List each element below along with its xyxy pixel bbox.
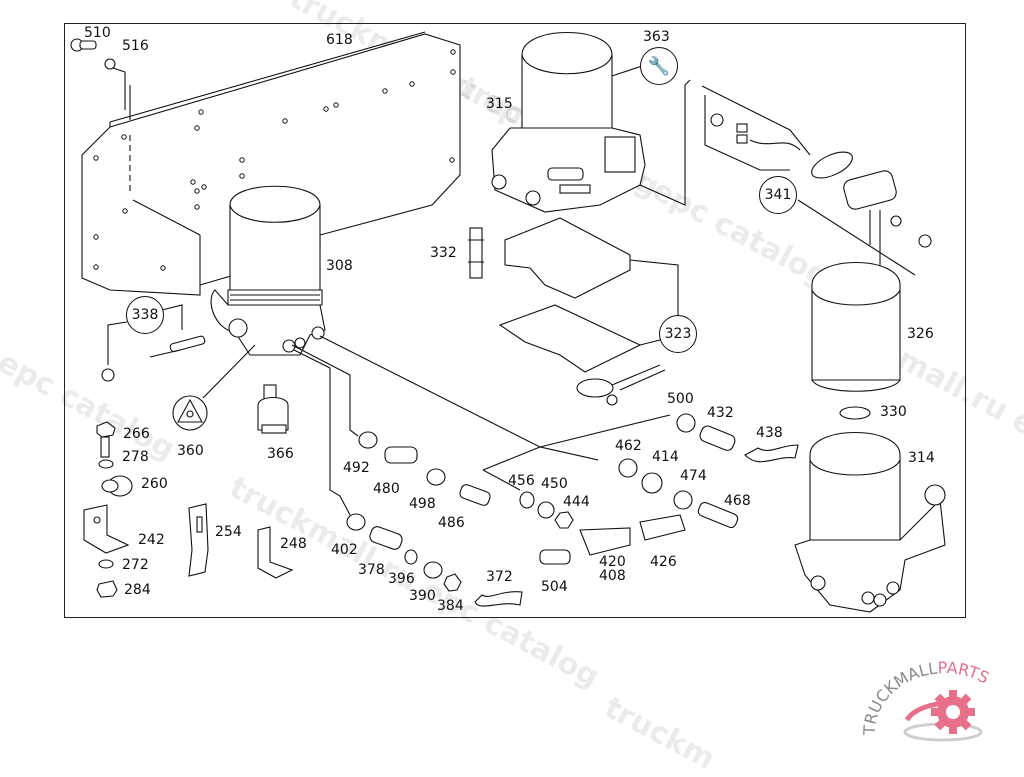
part-label[interactable]: 254 [215, 524, 242, 540]
part-label[interactable]: 618 [326, 32, 353, 48]
part-label[interactable]: 456 [508, 473, 535, 489]
part-label[interactable]: 326 [907, 326, 934, 342]
part-label[interactable]: 308 [326, 258, 353, 274]
part-label[interactable]: 414 [652, 449, 679, 465]
part-label[interactable]: 360 [177, 443, 204, 459]
callout-323[interactable]: 323 [659, 315, 697, 353]
part-label[interactable]: 242 [138, 532, 165, 548]
air-dryer-315 [491, 32, 691, 213]
part-label[interactable]: 438 [756, 425, 783, 441]
part-label[interactable]: 315 [486, 96, 513, 112]
seal-ring-330 [839, 406, 871, 420]
parts-drawing [70, 31, 946, 613]
part-label[interactable]: 492 [343, 460, 370, 476]
part-label[interactable]: 266 [123, 426, 150, 442]
callout-363-wrench-icon[interactable]: 🔧 [640, 47, 678, 85]
part-label[interactable]: 426 [650, 554, 677, 570]
part-label[interactable]: 284 [124, 582, 151, 598]
part-label[interactable]: 272 [122, 557, 149, 573]
electrical-kit-341 [701, 85, 932, 276]
part-label[interactable]: 462 [615, 438, 642, 454]
washer-278 [98, 459, 114, 469]
part-label[interactable]: 486 [438, 515, 465, 531]
washer-516 [104, 58, 126, 110]
pressure-switch-338 [101, 304, 206, 382]
nut-284 [96, 580, 118, 598]
air-dryer-314 [794, 432, 946, 613]
bolt-510 [70, 38, 97, 52]
bolt-266 [96, 421, 116, 458]
part-label[interactable]: 444 [563, 494, 590, 510]
truckmallparts-logo: TRUCKMALLPARTS [855, 650, 1024, 750]
part-label[interactable]: 384 [437, 598, 464, 614]
part-label[interactable]: 278 [122, 449, 149, 465]
part-label[interactable]: 378 [358, 562, 385, 578]
part-label[interactable]: 408 [599, 568, 626, 584]
cover-plate-360 [172, 344, 256, 431]
part-label[interactable]: 396 [388, 571, 415, 587]
bracket-242 [83, 504, 130, 554]
callout-338[interactable]: 338 [126, 296, 164, 334]
mounting-plate-618 [81, 31, 461, 296]
part-label[interactable]: 363 [643, 29, 670, 45]
diagram-frame [64, 23, 966, 618]
fittings-lower-row [346, 513, 686, 607]
clamp-260 [101, 475, 133, 497]
part-label[interactable]: 366 [267, 446, 294, 462]
bracket-248 [257, 526, 294, 579]
gear-logo-icon: TRUCKMALLPARTS [860, 658, 992, 742]
pressure-sensor-366 [257, 384, 289, 434]
part-label[interactable]: 432 [707, 405, 734, 421]
part-label[interactable]: 500 [667, 391, 694, 407]
part-label[interactable]: 516 [122, 38, 149, 54]
part-label[interactable]: 420 [599, 554, 626, 570]
part-label[interactable]: 402 [331, 542, 358, 558]
part-label[interactable]: 332 [430, 245, 457, 261]
callout-341[interactable]: 341 [759, 176, 797, 214]
part-label[interactable]: 504 [541, 579, 568, 595]
part-label[interactable]: 390 [409, 588, 436, 604]
fitting-332 [468, 227, 484, 279]
air-dryer-308 [210, 185, 599, 516]
part-label[interactable]: 474 [680, 468, 707, 484]
part-label[interactable]: 450 [541, 476, 568, 492]
part-label[interactable]: 314 [908, 450, 935, 466]
lock-washer-272 [98, 559, 114, 569]
part-label[interactable]: 498 [409, 496, 436, 512]
fittings-upper-row [358, 413, 799, 529]
part-label[interactable]: 372 [486, 569, 513, 585]
part-label[interactable]: 468 [724, 493, 751, 509]
bracket-254 [188, 503, 209, 577]
cover-323 [498, 217, 679, 406]
filter-cartridge-326 [811, 262, 901, 392]
part-label[interactable]: 248 [280, 536, 307, 552]
part-label[interactable]: 330 [880, 404, 907, 420]
part-label[interactable]: 260 [141, 476, 168, 492]
part-label[interactable]: 480 [373, 481, 400, 497]
part-label[interactable]: 510 [84, 25, 111, 41]
